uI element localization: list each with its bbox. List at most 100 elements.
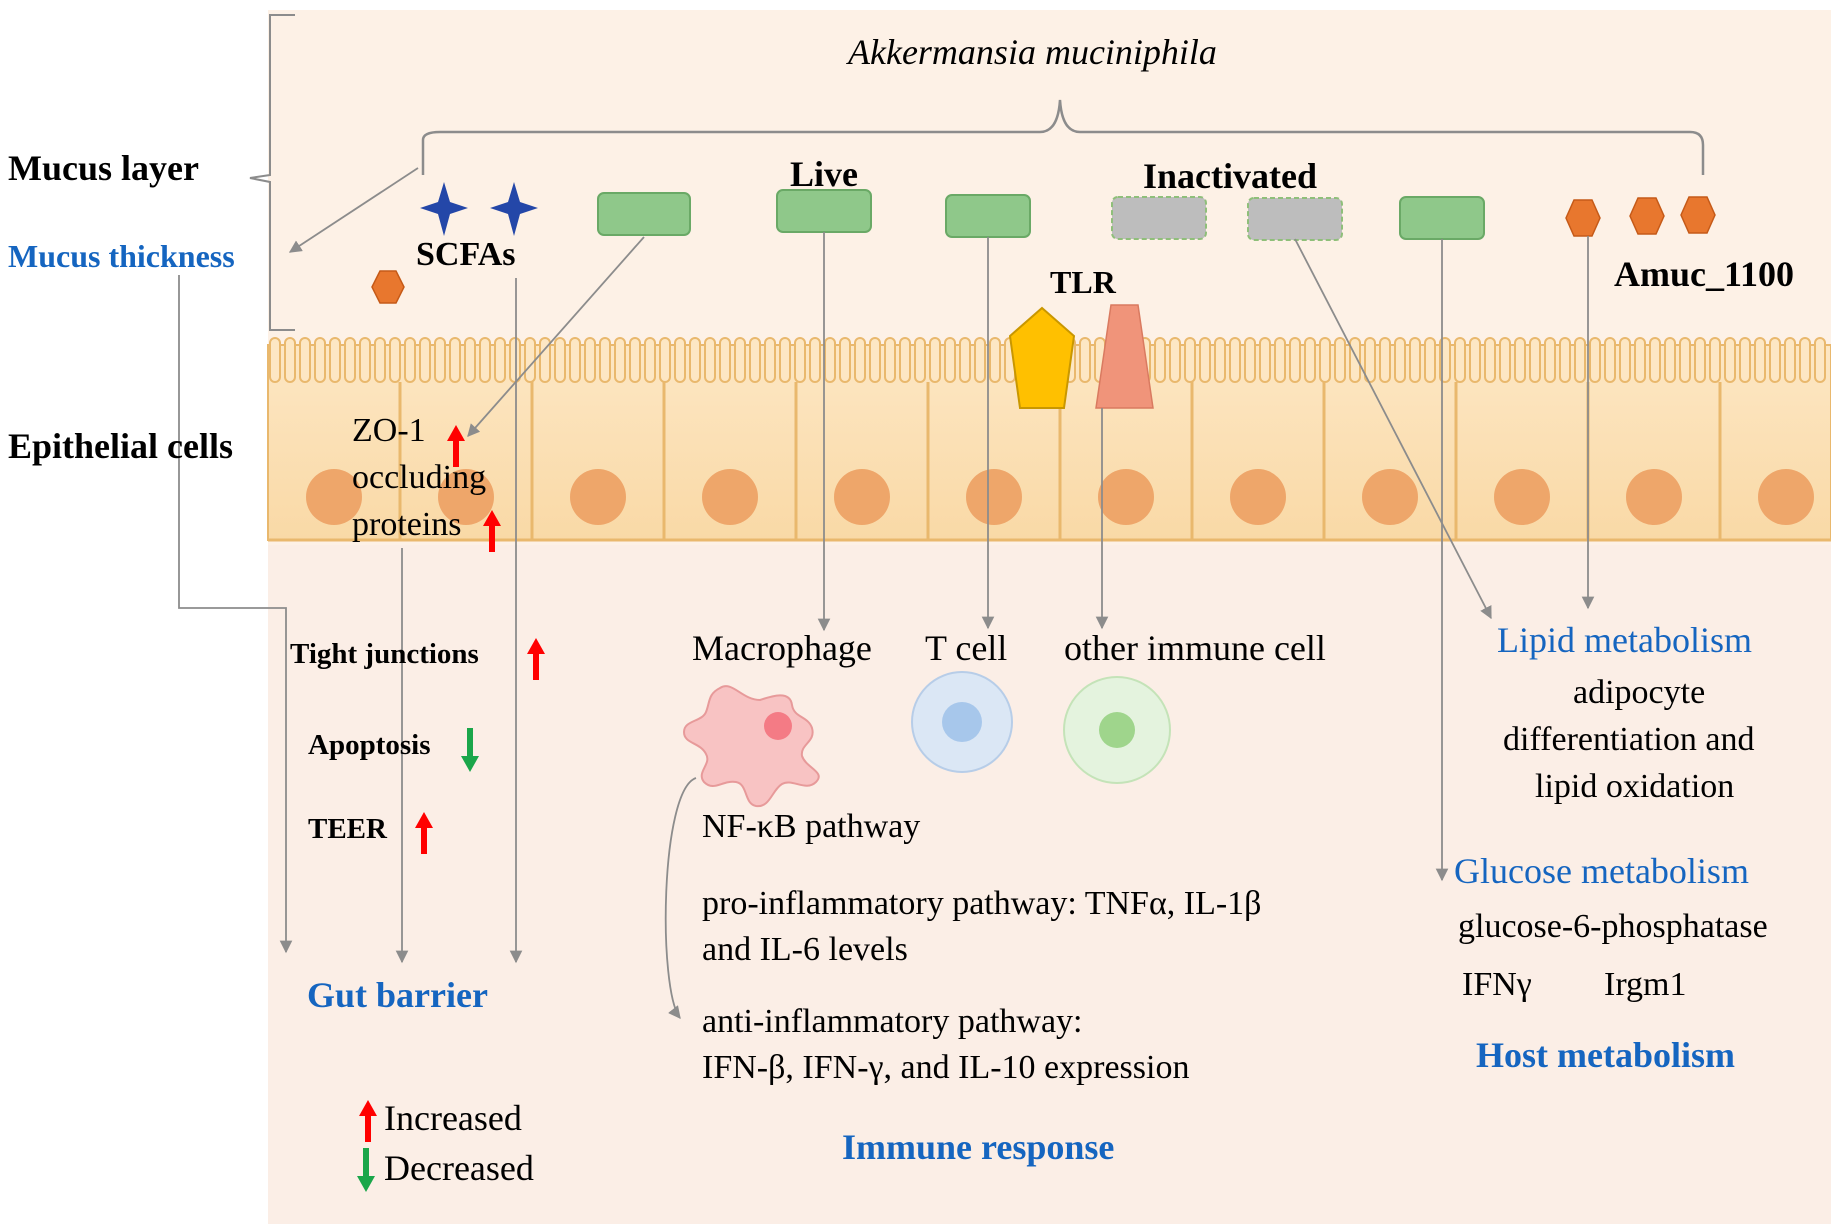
microvillus (419, 337, 431, 383)
amuc-hexagon-icon (1680, 196, 1716, 234)
microvillus (884, 337, 896, 383)
microvillus (659, 337, 671, 383)
glucose-line1: glucose-6-phosphatase (1458, 908, 1768, 945)
microvillus (719, 337, 731, 383)
zo1-label: ZO-1 (352, 412, 426, 449)
microvillus (1199, 337, 1211, 383)
cell-nucleus (1626, 469, 1682, 525)
microvillus (1394, 337, 1406, 383)
increase-arrow-icons (359, 425, 545, 1142)
apoptosis-label: Apoptosis (308, 729, 431, 761)
occluding-label: occluding (352, 459, 487, 496)
glucose-metabolism-heading: Glucose metabolism (1454, 851, 1749, 891)
amuc-hexagon-icon (1629, 197, 1665, 235)
anti-inflammatory-line1: anti-inflammatory pathway: (702, 1003, 1083, 1040)
microvillus (539, 337, 551, 383)
microvillus (1499, 337, 1511, 383)
microvillus (1184, 337, 1196, 383)
mucus-layer-label: Mucus layer (8, 148, 199, 188)
pro-inflammatory-line2: and IL-6 levels (702, 931, 908, 968)
microvillus (899, 337, 911, 383)
microvillus (509, 337, 521, 383)
microvillus (1319, 337, 1331, 383)
microvillus (299, 337, 311, 383)
microvillus (404, 337, 416, 383)
microvillus (914, 337, 926, 383)
microvillus (644, 337, 656, 383)
cell-nucleus (306, 469, 362, 525)
microvillus (1604, 337, 1616, 383)
microvillus (1634, 337, 1646, 383)
microvillus (344, 337, 356, 383)
microvillus (374, 337, 386, 383)
microvillus (1619, 337, 1631, 383)
mucus-thickness-label: Mucus thickness (8, 238, 235, 274)
microvillus (1244, 337, 1256, 383)
amuc-hexagon-icon (371, 270, 405, 304)
inactivated-bacterium (1111, 196, 1207, 240)
scfas-label: SCFAs (416, 236, 516, 273)
microvillus (359, 337, 371, 383)
microvillus (1784, 337, 1796, 383)
amuc-hexagon-icon (1565, 199, 1601, 237)
microvillus (1664, 337, 1676, 383)
cell-nucleus (1230, 469, 1286, 525)
microvillus (599, 337, 611, 383)
microvillus (1679, 337, 1691, 383)
tight-junctions-label: Tight junctions (290, 638, 479, 670)
cell-nucleus (1362, 469, 1418, 525)
microvillus (1259, 337, 1271, 383)
akkermansia-brace (421, 99, 1705, 175)
microvillus (554, 337, 566, 383)
microvillus (854, 337, 866, 383)
lipid-metabolism-heading: Lipid metabolism (1497, 620, 1752, 660)
lipid-line1: adipocyte (1573, 674, 1706, 711)
microvillus (314, 337, 326, 383)
microvillus (629, 337, 641, 383)
legend-decreased: Decreased (384, 1148, 534, 1188)
ifn-gamma-label: IFNγ (1462, 966, 1532, 1003)
microvillus (1739, 337, 1751, 383)
other-immune-cell-label: other immune cell (1064, 628, 1326, 668)
microvillus (869, 337, 881, 383)
microvillus (1364, 337, 1376, 383)
microvillus (824, 337, 836, 383)
scfa-star-icon (420, 182, 468, 236)
microvillus (1289, 337, 1301, 383)
microvillus (674, 337, 686, 383)
microvillus (1574, 337, 1586, 383)
proteins-label: proteins (352, 506, 462, 543)
lipid-line2: differentiation and (1503, 721, 1755, 758)
microvillus (1709, 337, 1721, 383)
microvillus (794, 337, 806, 383)
microvillus (1079, 337, 1091, 383)
nfkb-pathway-label: NF-κB pathway (702, 808, 921, 845)
cell-nucleus (1098, 469, 1154, 525)
microvillus (1424, 337, 1436, 383)
live-bacterium (776, 189, 872, 233)
microvillus (1334, 337, 1346, 383)
microvillus (389, 337, 401, 383)
microvillus (569, 337, 581, 383)
microvillus (974, 337, 986, 383)
tlr-pentagon-icon (1008, 306, 1076, 409)
microvillus (1304, 337, 1316, 383)
live-bacterium (1399, 196, 1485, 240)
microvillus (269, 337, 281, 383)
microvillus (1154, 337, 1166, 383)
microvillus (1169, 337, 1181, 383)
microvillus (1754, 337, 1766, 383)
macrophage-icon (682, 685, 820, 808)
connector-arrows (178, 167, 1595, 1019)
microvillus (449, 337, 461, 383)
lamina-background (268, 545, 1831, 1224)
microvillus (1559, 337, 1571, 383)
microvillus (689, 337, 701, 383)
legend-increased: Increased (384, 1098, 522, 1138)
microvillus (329, 337, 341, 383)
mucus-layer-bracket (249, 14, 295, 331)
microvillus (839, 337, 851, 383)
live-label: Live (790, 154, 858, 194)
